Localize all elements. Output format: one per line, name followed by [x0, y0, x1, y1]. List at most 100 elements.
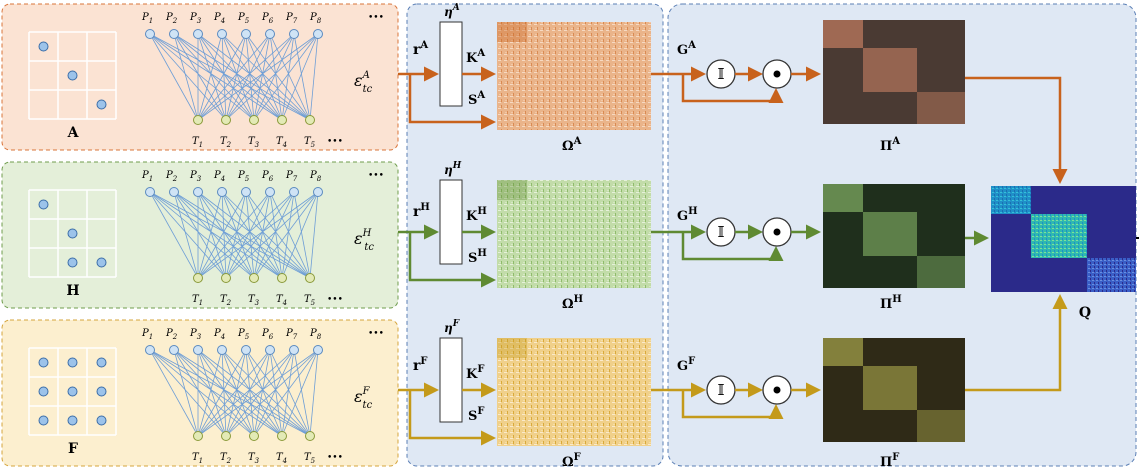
grid-dot: [96, 99, 107, 110]
edge: [173, 33, 283, 121]
eta-box-H: [439, 179, 463, 265]
edge: [197, 191, 295, 279]
p-node: [193, 345, 203, 355]
edge: [221, 191, 283, 279]
p-node: [193, 29, 203, 39]
grid-dot: [38, 199, 49, 210]
edge: [225, 349, 295, 437]
edge: [245, 349, 255, 437]
edge: [225, 33, 247, 121]
grid-dot: [96, 257, 107, 268]
odot-dot: [773, 228, 781, 236]
edge: [173, 191, 311, 279]
edge: [225, 33, 319, 121]
edge: [309, 191, 319, 279]
omega-matrix-F: [497, 338, 651, 446]
bipartite-edges-H: [149, 191, 319, 279]
omega-block: [497, 22, 527, 42]
edge: [173, 191, 255, 279]
edge: [221, 349, 227, 437]
edge: [225, 191, 271, 279]
pi-label: ΠF: [880, 452, 899, 470]
pi-label: ΠA: [880, 136, 900, 154]
edge: [149, 191, 311, 279]
k-label: KH: [466, 206, 487, 224]
edge: [173, 33, 311, 121]
edge: [197, 33, 283, 121]
t-node: [305, 431, 315, 441]
arrow-bypass: [681, 390, 784, 419]
edge: [281, 33, 295, 121]
edge: [149, 33, 255, 121]
grid-dot: [67, 415, 78, 426]
indicator-symbol: 𝕀: [717, 65, 724, 83]
s-label: SF: [468, 406, 485, 424]
edge: [149, 349, 227, 437]
edge: [221, 33, 311, 121]
t-ellipsis: •••: [327, 295, 343, 305]
eta-label: ηA: [444, 3, 460, 19]
bipartite-edges-A: [149, 33, 319, 121]
p-node: [313, 187, 323, 197]
eta-box-A: [439, 21, 463, 107]
edge: [197, 191, 223, 279]
edge: [269, 349, 283, 437]
eta-label: ηF: [444, 319, 460, 335]
edge: [225, 191, 295, 279]
s-label: SA: [468, 90, 485, 108]
omega-label: ΩA: [562, 136, 582, 154]
edge: [173, 191, 199, 279]
edge: [173, 349, 283, 437]
edge: [281, 191, 295, 279]
edge: [253, 191, 319, 279]
edge: [293, 191, 311, 279]
edge: [225, 191, 319, 279]
grid-H: [28, 189, 117, 278]
t-node: [277, 431, 287, 441]
pi-block-2: [863, 48, 917, 92]
p-node: [241, 187, 251, 197]
p-node: [313, 29, 323, 39]
edge: [221, 191, 255, 279]
t-label: T1: [192, 294, 203, 307]
pi-block-2: [863, 366, 917, 410]
t-label: T2: [220, 452, 232, 465]
edge: [245, 191, 255, 279]
edge: [253, 191, 295, 279]
edge: [197, 33, 227, 121]
p-node: [289, 187, 299, 197]
grid-label-F: F: [68, 441, 78, 457]
t-label: T5: [304, 452, 316, 465]
edge: [197, 33, 295, 121]
edge: [221, 191, 311, 279]
p-node: [265, 187, 275, 197]
edge: [197, 349, 319, 437]
edge: [149, 191, 283, 279]
edge: [197, 191, 283, 279]
edge: [245, 33, 255, 121]
p-node: [169, 29, 179, 39]
p-ellipsis: •••: [368, 329, 384, 339]
p-node: [145, 187, 155, 197]
grid-dot: [67, 357, 78, 368]
t-label: T3: [248, 136, 260, 149]
edge: [245, 33, 283, 121]
t-label: T3: [248, 294, 260, 307]
t-label: T5: [304, 294, 316, 307]
t-node: [305, 273, 315, 283]
edge: [245, 191, 283, 279]
arrow-pia-to-q: [965, 76, 1068, 184]
q-block-2: [1031, 214, 1087, 258]
edge: [197, 349, 223, 437]
s-label: SH: [468, 248, 487, 266]
edge: [197, 191, 247, 279]
k-label: KA: [466, 48, 485, 66]
edge: [173, 33, 255, 121]
p-ellipsis: •••: [368, 171, 384, 181]
edge: [197, 349, 255, 437]
arrow-pif-to-q: [965, 294, 1068, 392]
edge: [173, 349, 199, 437]
g-label: GF: [677, 356, 695, 374]
p-node: [169, 345, 179, 355]
